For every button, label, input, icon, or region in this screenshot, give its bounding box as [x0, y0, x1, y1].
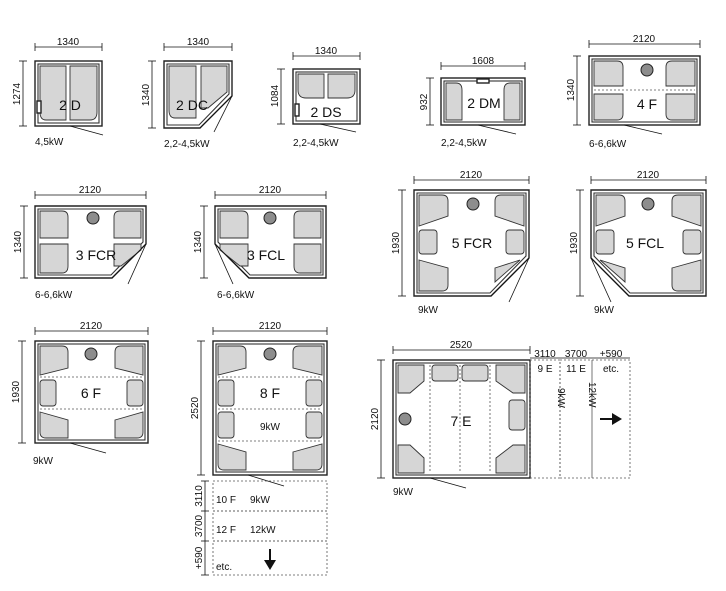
cabin-3fcl: 2120 1340 3 FCL 6-6,6kW	[193, 185, 327, 301]
ext-dim-label: 3110	[194, 485, 205, 507]
ext-dim-label: 3700	[565, 349, 588, 360]
width-label: 2120	[460, 170, 483, 181]
power-label: 2,2-4,5kW	[441, 138, 487, 149]
cabin-name: 3 FCR	[76, 247, 116, 263]
ext-dim-label: 3110	[534, 349, 556, 360]
width-label: 2120	[259, 321, 282, 332]
cabin-3fcr: 2120 1340 3 FCR 6-6,6kW	[13, 185, 147, 301]
cabin-name: 6 F	[81, 385, 101, 401]
cabin-2dm: 1608 932 2 DM 2,2-4,5kW	[419, 56, 526, 149]
cabin-name: 3 FCL	[247, 247, 285, 263]
cabin-name: 7 E	[450, 413, 471, 429]
width-label: 1608	[472, 56, 495, 67]
width-label: 2120	[637, 170, 660, 181]
cabin-name: 2 DM	[467, 95, 500, 111]
power-label: 9kW	[393, 487, 414, 498]
ext-power: 9kW	[250, 495, 271, 506]
power-label: 2,2-4,5kW	[293, 138, 339, 149]
cabin-5fcl: 2120 1930 5 FCL 9kW	[569, 170, 707, 316]
ext-name: 9 E	[537, 364, 552, 375]
depth-label: 1340	[13, 230, 24, 253]
extension-7e: 3110 3700 +590 9 E 11 E etc. 9kW 12kW	[529, 349, 631, 479]
power-label: 9kW	[418, 305, 439, 316]
width-label: 2120	[259, 185, 282, 196]
power-label: 9kW	[594, 305, 615, 316]
depth-label: 1084	[270, 84, 281, 107]
ext-name: etc.	[216, 562, 232, 573]
cabin-name: 5 FCR	[452, 235, 492, 251]
power-label: 6-6,6kW	[589, 139, 627, 150]
ext-dim-label: 3700	[194, 514, 205, 537]
power-label: 9kW	[33, 456, 54, 467]
cabin-2d: 1340 1274 2 D 4,5kW	[12, 37, 104, 148]
cabin-4f: 2120 1340 4 F 6-6,6kW	[566, 34, 701, 150]
ext-power: 9kW	[555, 388, 566, 409]
width-label: 1340	[57, 37, 80, 48]
ext-power: 12kW	[586, 382, 597, 408]
cabin-name: 8 F	[260, 385, 280, 401]
power-label: 6-6,6kW	[217, 290, 255, 301]
cabin-name: 2 D	[59, 97, 81, 113]
ext-name: 12 F	[216, 525, 236, 536]
depth-label: 1930	[569, 231, 580, 254]
depth-label: 1930	[391, 231, 402, 254]
width-label: 2120	[80, 321, 103, 332]
depth-label: 1340	[566, 78, 577, 101]
cabin-name: 2 DC	[176, 97, 208, 113]
depth-label: 1340	[193, 230, 204, 253]
depth-label: 1274	[12, 82, 23, 105]
power-label: 9kW	[260, 422, 281, 433]
cabin-name: 5 FCL	[626, 235, 664, 251]
depth-label: 2520	[190, 396, 201, 419]
cabin-2dc: 1340 1340 2 DC 2,2-4,5kW	[141, 37, 233, 150]
width-label: 1340	[315, 46, 338, 57]
ext-dim-label: +590	[194, 546, 205, 569]
ext-name: etc.	[603, 364, 619, 375]
width-label: 1340	[187, 37, 210, 48]
arrow-right-icon	[600, 413, 622, 425]
cabin-5fcr: 2120 1930 5 FCR 9kW	[391, 170, 530, 316]
cabin-8f: 2120 2520 8 F 9kW 3110 3700 +590 10 F 9k…	[190, 321, 328, 576]
depth-label: 1930	[11, 380, 22, 403]
power-label: 2,2-4,5kW	[164, 139, 210, 150]
cabin-2ds: 1340 1084 2 DS 2,2-4,5kW	[270, 46, 361, 149]
cabin-name: 4 F	[637, 96, 657, 112]
ext-name: 11 E	[566, 364, 586, 375]
ext-power: 12kW	[250, 525, 276, 536]
width-label: 2520	[450, 340, 473, 351]
ext-name: 10 F	[216, 495, 236, 506]
power-label: 6-6,6kW	[35, 290, 73, 301]
depth-label: 2120	[370, 407, 381, 430]
width-label: 2120	[79, 185, 102, 196]
arrow-down-icon	[264, 549, 276, 570]
depth-label: 932	[419, 93, 430, 110]
cabin-7e: 2520 2120 7 E 9kW 3110 3700 +590 9 E 11 …	[370, 340, 631, 498]
extension-8f: 3110 3700 +590 10 F 9kW 12 F 12kW etc.	[194, 480, 328, 576]
ext-dim-label: +590	[600, 349, 623, 360]
cabin-6f: 2120 1930 6 F 9kW	[11, 321, 149, 467]
cabin-name: 2 DS	[310, 104, 341, 120]
depth-label: 1340	[141, 83, 152, 106]
width-label: 2120	[633, 34, 656, 45]
power-label: 4,5kW	[35, 137, 64, 148]
